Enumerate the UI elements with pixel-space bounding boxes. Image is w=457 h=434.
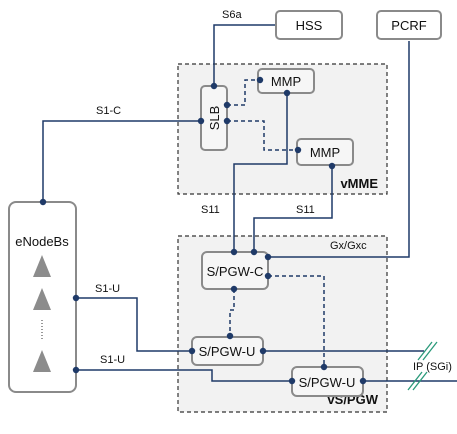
slb-mmp-top-dash [227,79,260,106]
control-links [227,79,325,367]
mmp-top-node: MMP [257,68,315,94]
connection-dots [39,76,367,385]
cell-tower-icon [33,255,51,277]
pcrf-node: PCRF [376,10,442,40]
interface-labels: S6a S1-C S11 S11 Gx/Gxc S1-U S1-U IP (SG… [95,9,452,373]
s1u-bottom-label: S1-U [100,354,125,366]
spgw-c-node: S/PGW-C [201,251,269,290]
enodebs-node: eNodeBs [8,201,77,393]
s1u-bottom-link [76,369,292,382]
s1c-label: S1-C [96,105,121,117]
s6a-label: S6a [222,9,242,21]
vmme-label: vMME [340,176,378,191]
mmp-top-label: MMP [271,74,301,89]
s11-right-link [253,166,333,252]
spgwc-spgwu-right-dash [268,275,325,367]
mmp-bottom-label: MMP [310,145,340,160]
cell-tower-icon [33,288,51,310]
ip-break-marks [407,341,438,391]
gx-label: Gx/Gxc [330,240,367,252]
s1u-top-link [76,297,192,352]
s11-left-label: S11 [201,204,220,216]
enodebs-label: eNodeBs [15,234,69,249]
s11-left-link [233,93,288,252]
hss-label: HSS [296,18,323,33]
slb-label: SLB [207,106,222,131]
cell-tower-icon [33,350,51,372]
spgw-u-right-label: S/PGW-U [299,375,356,390]
spgw-u-left-label: S/PGW-U [199,344,256,359]
links [42,24,457,382]
s1u-top-label: S1-U [95,283,120,295]
pcrf-label: PCRF [391,18,426,33]
slb-node: SLB [200,85,228,151]
spgw-c-label: S/PGW-C [207,264,264,279]
s1c-link [42,120,201,202]
ip-label: IP (SGi) [413,361,452,373]
spgw-u-left-node: S/PGW-U [191,336,264,366]
hss-node: HSS [275,10,343,40]
spgwc-spgwu-left-dash [229,289,235,336]
s6a-link [213,24,276,86]
mmp-bottom-node: MMP [296,138,354,166]
gx-link [268,41,410,258]
spgw-u-right-node: S/PGW-U [291,366,364,397]
slb-mmp-bottom-dash [227,120,298,151]
s11-right-label: S11 [296,204,315,216]
